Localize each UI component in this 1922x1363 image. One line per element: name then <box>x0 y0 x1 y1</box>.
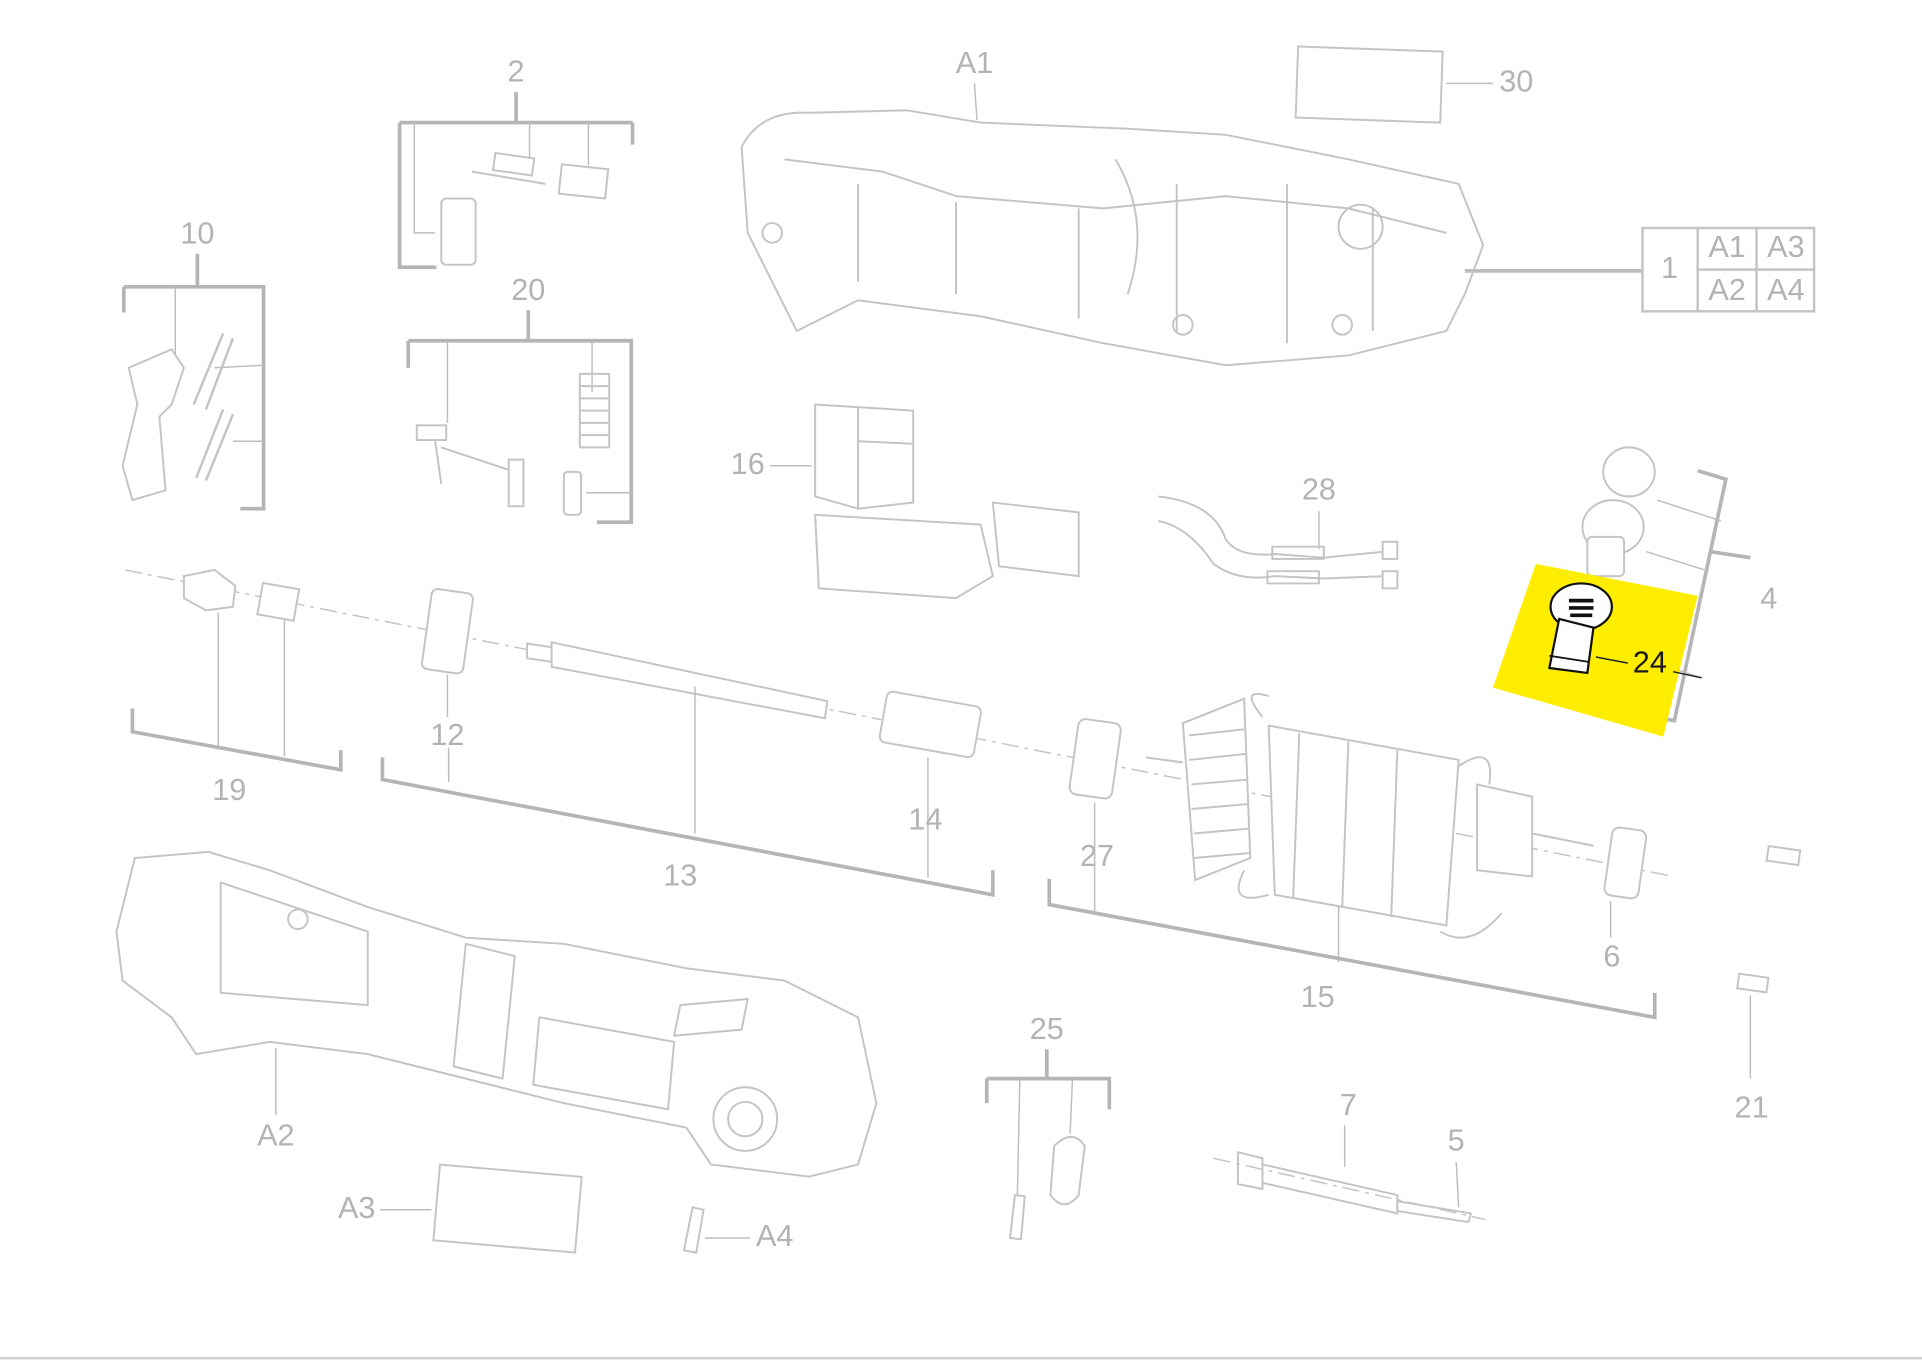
label-20: 20 <box>511 273 545 307</box>
label-30: 30 <box>1499 64 1533 98</box>
label-6: 6 <box>1603 940 1620 974</box>
label-27: 27 <box>1080 839 1114 873</box>
part-A3-label-plate[interactable] <box>432 1163 583 1254</box>
part-A1-housing[interactable] <box>740 109 1485 367</box>
part-5-collet[interactable] <box>1396 1200 1473 1224</box>
part-6-bearing[interactable] <box>1603 826 1648 900</box>
label-15: 15 <box>1301 980 1335 1014</box>
part-14-sleeve[interactable] <box>878 690 982 759</box>
part-A2-housing[interactable] <box>115 850 878 1178</box>
part-19-spindle-lock[interactable] <box>182 568 301 622</box>
part-24-brush-cap[interactable] <box>1548 582 1613 675</box>
kit-cell-A2: A2 <box>1708 273 1745 307</box>
part-21-screw-b[interactable] <box>1736 972 1770 994</box>
label-16: 16 <box>731 447 765 481</box>
part-21-screw-a[interactable] <box>1765 844 1802 867</box>
part-28-carbon-brushes[interactable] <box>1158 495 1399 590</box>
label-25: 25 <box>1030 1012 1064 1046</box>
label-13: 13 <box>663 859 697 893</box>
label-12: 12 <box>430 718 464 752</box>
label-2: 2 <box>508 55 525 89</box>
part-27-bearing[interactable] <box>1068 718 1122 800</box>
kit-main: 1 <box>1661 251 1678 285</box>
label-5: 5 <box>1448 1123 1465 1157</box>
part-A4-screw[interactable] <box>682 1206 705 1254</box>
part-30-label-plate[interactable] <box>1294 45 1444 124</box>
part-12-bearing[interactable] <box>420 588 474 675</box>
part-20-spring-pin[interactable] <box>415 372 611 516</box>
kit-cell-A4: A4 <box>1767 273 1804 307</box>
kit-cell-A1: A1 <box>1708 230 1745 264</box>
part-16-switch[interactable] <box>814 403 1080 600</box>
label-4: 4 <box>1760 582 1777 616</box>
label-A2: A2 <box>257 1119 294 1153</box>
part-15-armature[interactable] <box>1145 692 1594 939</box>
label-A3: A3 <box>338 1191 375 1225</box>
label-19: 19 <box>212 773 246 807</box>
kit-cell-A3: A3 <box>1767 230 1804 264</box>
label-14: 14 <box>908 802 942 836</box>
kit-table: 1 A1 A3 A2 A4 <box>1464 226 1816 313</box>
part-2-switch-components[interactable] <box>440 151 610 266</box>
part-25-screw-clamp[interactable] <box>1008 1135 1086 1241</box>
part-13-spindle-shaft[interactable] <box>526 641 829 720</box>
label-7: 7 <box>1340 1088 1357 1122</box>
part-10-lock-parts[interactable] <box>121 332 235 502</box>
part-7-flange-nut[interactable] <box>1237 1150 1399 1215</box>
label-A1: A1 <box>956 46 993 80</box>
part-4-brush-holders[interactable] <box>1581 446 1656 578</box>
label-A4: A4 <box>756 1219 793 1253</box>
label-10: 10 <box>180 216 214 250</box>
label-24: 24 <box>1633 645 1667 679</box>
label-28: 28 <box>1302 473 1336 507</box>
label-21: 21 <box>1735 1090 1769 1124</box>
highlight-part-24 <box>1492 563 1698 737</box>
